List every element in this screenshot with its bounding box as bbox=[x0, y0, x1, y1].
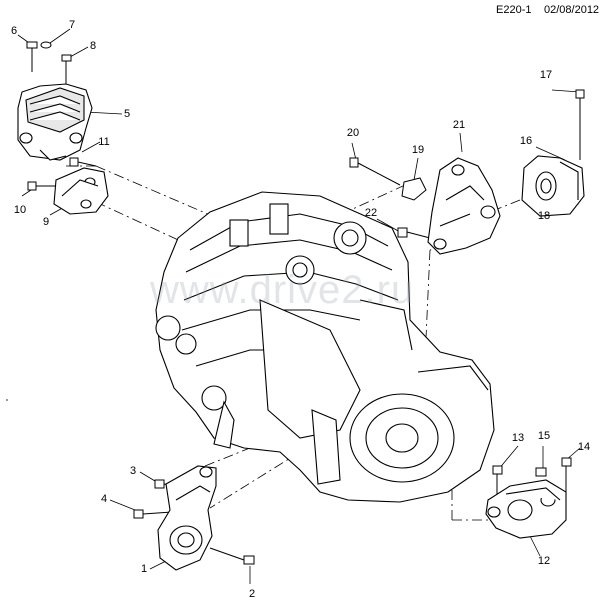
callout-18: 18 bbox=[537, 210, 551, 222]
document-date: 02/08/2012 bbox=[544, 4, 600, 16]
callout-21: 21 bbox=[452, 119, 466, 131]
callout-1: 1 bbox=[140, 563, 148, 575]
callout-13: 13 bbox=[511, 432, 525, 444]
callout-8: 8 bbox=[89, 40, 97, 52]
callout-14: 14 bbox=[577, 441, 591, 453]
callout-11: 11 bbox=[98, 136, 110, 148]
engine-mount-5 bbox=[17, 83, 93, 161]
transmission-mount-16 bbox=[521, 155, 585, 217]
callout-12: 12 bbox=[537, 555, 551, 567]
callout-22: 22 bbox=[364, 207, 378, 219]
callout-6: 6 bbox=[10, 25, 18, 37]
callout-16: 16 bbox=[519, 135, 533, 147]
callout-4: 4 bbox=[100, 493, 108, 505]
callout-3: 3 bbox=[129, 465, 137, 477]
callout-17: 17 bbox=[539, 69, 553, 81]
bolts bbox=[26, 41, 585, 565]
callout-19: 19 bbox=[411, 144, 425, 156]
callout-5: 5 bbox=[123, 108, 131, 120]
bracket-21 bbox=[427, 157, 501, 255]
callout-10: 10 bbox=[13, 204, 27, 216]
bracket-9 bbox=[53, 167, 109, 215]
callout-9: 9 bbox=[42, 216, 50, 228]
engine-transmission-assembly bbox=[155, 191, 495, 503]
engine-mount-1 bbox=[157, 465, 217, 571]
callout-2: 2 bbox=[248, 588, 256, 600]
watermark-text: www.drive2.ru bbox=[150, 268, 415, 312]
callout-7: 7 bbox=[68, 19, 76, 31]
transmission-mount-12 bbox=[485, 479, 567, 539]
cover-19 bbox=[401, 177, 427, 201]
callout-20: 20 bbox=[346, 127, 360, 139]
document-id: E220-1 bbox=[496, 4, 532, 16]
callout-15: 15 bbox=[537, 430, 551, 442]
